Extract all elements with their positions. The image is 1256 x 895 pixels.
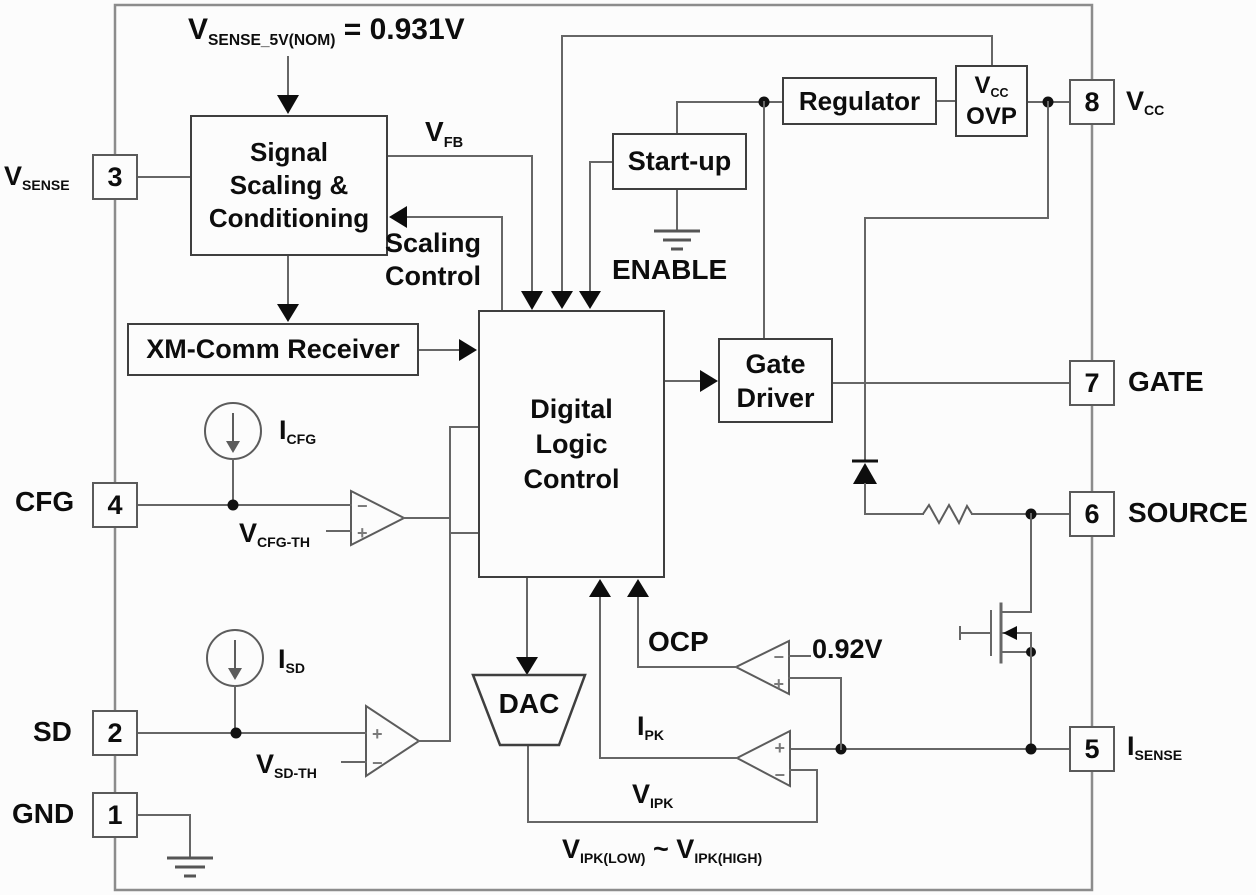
wire-pin4-row [137, 499, 352, 511]
resistor [864, 502, 1070, 613]
pin-7-name: GATE [1128, 366, 1204, 397]
mosfet [959, 602, 1036, 750]
cfg-comparator-minus: − [357, 496, 368, 516]
ocp-comparator-minus: − [773, 647, 784, 667]
isd-current-source [206, 629, 264, 734]
wire-enable-to-dlc [579, 161, 613, 309]
vcc-ovp-block: VCC OVP [955, 65, 1028, 137]
scaling-control-label: Scaling Control [385, 228, 482, 291]
pin-3-name: VSENSE [4, 161, 70, 194]
pin-5-box: 5 [1069, 726, 1115, 772]
icfg-current-source [204, 402, 262, 506]
xm-comm-receiver-label: XM-Comm Receiver [146, 334, 400, 364]
wire-ipk-out [589, 579, 738, 759]
vfb-label: VFB [425, 116, 464, 151]
pin-5-name: ISENSE [1127, 731, 1183, 764]
pin-8-name: VCC [1126, 86, 1165, 119]
wire-vsense5v-arrow [277, 56, 299, 114]
startup-block: Start-up [612, 133, 747, 190]
pin-1-box: 1 [92, 792, 138, 838]
dlc-label-line1: Digital [530, 393, 613, 424]
pin-2-box: 2 [92, 710, 138, 756]
startup-label: Start-up [627, 146, 732, 176]
ocp-comparator-plus: + [773, 674, 784, 694]
pin-6-name: SOURCE [1128, 497, 1248, 528]
vcc-ovp-label-line1: VCC [974, 71, 1009, 101]
vipk-label: VIPK [632, 779, 674, 812]
wire-ocp-out [627, 579, 737, 668]
wire-scaling-control [389, 206, 503, 310]
gate-driver-label-line1: Gate [745, 348, 806, 379]
digital-logic-control-block: Digital Logic Control [478, 310, 665, 578]
vipk-range-label: VIPK(LOW) ~ VIPK(HIGH) [562, 834, 763, 867]
dlc-label-line2: Logic [535, 428, 608, 459]
gate-driver-block: Gate Driver [718, 338, 833, 423]
cfg-comparator-plus: + [357, 523, 368, 543]
diode [852, 459, 878, 515]
gate-driver-label-line2: Driver [736, 382, 815, 413]
wire-vfb [385, 155, 543, 310]
vsense-5v-nom-label: VSENSE_5V(NOM) = 0.931V [188, 13, 465, 49]
ipk-label: IPK [637, 711, 665, 744]
pin-7-box: 7 [1069, 360, 1115, 406]
enable-label: ENABLE [612, 254, 728, 285]
sd-comparator: + − [341, 704, 451, 778]
chip-boundary [113, 3, 1094, 892]
pin-3-box: 3 [92, 154, 138, 200]
icfg-label: ICFG [279, 415, 317, 448]
regulator-block: Regulator [782, 77, 937, 125]
vsd-th-label: VSD-TH [256, 749, 317, 782]
pin-2-name: SD [33, 716, 72, 747]
sd-comparator-plus: + [372, 724, 383, 744]
signal-scaling-block: Signal Scaling & Conditioning [190, 115, 388, 256]
signal-scaling-label-line2: Scaling & [229, 170, 349, 200]
startup-ground-symbol [654, 189, 700, 251]
pin1-ground-symbol [137, 814, 213, 878]
wire-cfg-bus [449, 426, 479, 742]
ipk-comparator: + − [527, 729, 818, 823]
pin-4-box: 4 [92, 482, 138, 528]
ocp-label: OCP [648, 626, 709, 657]
ocp-comparator: − + [733, 639, 842, 750]
dac-shape [471, 673, 587, 747]
wire-dlc-to-dac [516, 577, 538, 675]
cfg-comparator: − + [326, 489, 451, 547]
wire-ovp-to-pin8 [864, 96, 1070, 460]
wire-startup-regulator [676, 96, 783, 338]
xm-comm-receiver-block: XM-Comm Receiver [127, 323, 419, 376]
vcfg-th-label: VCFG-TH [239, 518, 311, 551]
sd-comparator-minus: − [372, 753, 383, 773]
pin-1-name: GND [12, 798, 75, 829]
wire-vcc-sense [551, 35, 993, 309]
wire-dlc-to-gatedriver [664, 370, 718, 392]
ipk-comparator-plus: + [774, 738, 785, 758]
pin-6-box: 6 [1069, 491, 1115, 537]
pin-4-name: CFG [15, 486, 75, 517]
wire-signal-to-xmcomm [277, 256, 299, 322]
regulator-label: Regulator [798, 85, 921, 116]
ipk-comparator-minus: − [774, 765, 785, 785]
wire-isense-row [789, 743, 1070, 755]
wire-xmcomm-to-dlc [419, 339, 477, 361]
ocp-reference-label: 0.92V [812, 634, 883, 664]
pin-8-box: 8 [1069, 79, 1115, 125]
signal-scaling-label-line3: Conditioning [208, 203, 370, 233]
wire-pin2-row [137, 727, 367, 739]
dac-label: DAC [498, 688, 560, 719]
vcc-ovp-label-line2: OVP [966, 102, 1017, 130]
dlc-label-line3: Control [523, 463, 620, 494]
signal-scaling-label-line1: Signal [249, 137, 328, 167]
isd-label: ISD [278, 644, 306, 677]
